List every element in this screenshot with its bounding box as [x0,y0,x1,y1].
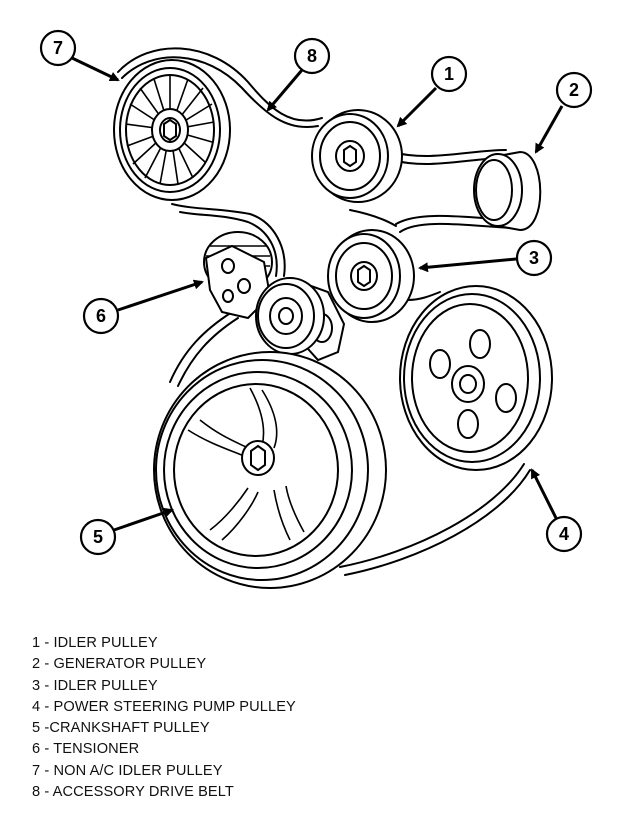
legend-item: 3 - IDLER PULLEY [32,677,158,694]
legend-item: 6 - TENSIONER [32,741,140,758]
legend-item: 4 - POWER STEERING PUMP PULLEY [32,698,296,715]
callout-number: 6 [96,306,106,326]
tensioner [203,231,346,362]
callout-1: 1 [396,55,468,128]
legend-item: 8 - ACCESSORY DRIVE BELT [32,784,234,801]
callout-4: 4 [530,468,583,553]
legend-item: 7 - NON A/C IDLER PULLEY [32,762,223,779]
callout-number: 3 [529,248,539,268]
legend-item: 2 - GENERATOR PULLEY [32,656,207,673]
callout-number: 5 [93,527,103,547]
callout-3: 3 [418,239,553,277]
belt-routing-diagram: 1 2 3 4 5 6 7 8 [39,29,593,589]
callout-number: 8 [307,46,317,66]
callout-number: 1 [444,64,454,84]
legend-item: 1 - IDLER PULLEY [32,635,158,651]
idler-pulley-3 [327,229,415,323]
non-ac-idler-pulley [113,59,231,201]
parts-legend: 1 - IDLER PULLEY 2 - GENERATOR PULLEY 3 … [32,633,296,803]
callout-number: 4 [559,524,569,544]
callout-7: 7 [39,29,120,82]
callout-number: 7 [53,38,63,58]
callout-number: 2 [569,80,579,100]
callout-6: 6 [82,279,204,335]
callout-5: 5 [79,507,174,556]
crankshaft-pulley [153,351,387,589]
power-steering-pump-pulley [399,285,553,471]
callout-8: 8 [266,37,331,112]
callout-2: 2 [534,71,593,154]
idler-pulley-1 [311,109,403,203]
generator-pulley [473,150,542,232]
legend-item: 5 -CRANKSHAFT PULLEY [32,720,210,737]
